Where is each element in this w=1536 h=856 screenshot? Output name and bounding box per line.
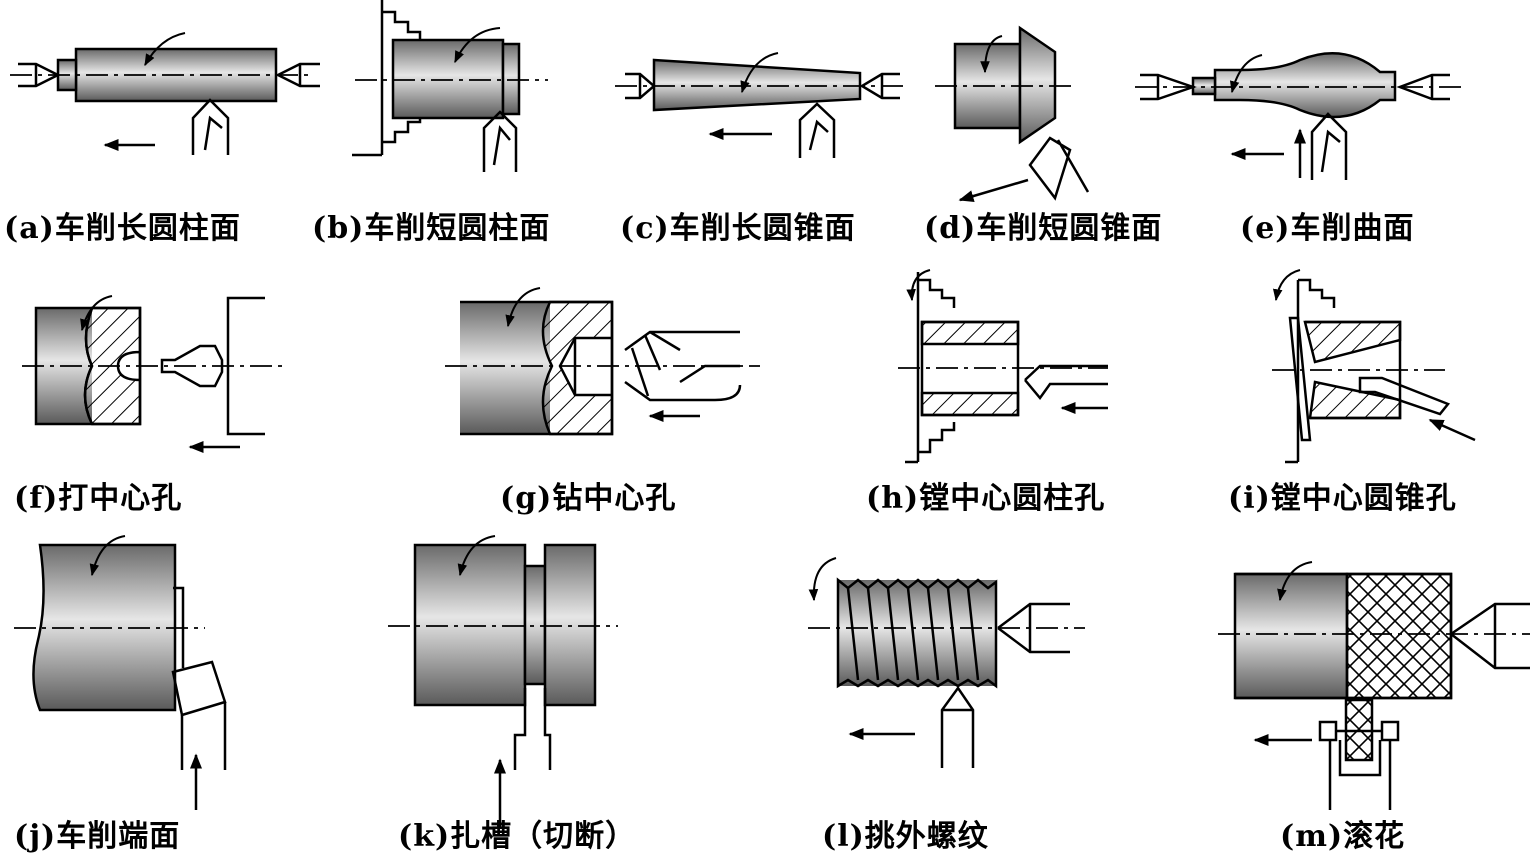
caption-e: (e)车削曲面: [1240, 211, 1415, 246]
caption-f: (f)打中心孔: [14, 481, 183, 516]
panel-b-short-cylinder: [352, 0, 548, 172]
caption-c: (c)车削长圆锥面: [620, 211, 856, 246]
panel-i-boring-taper: [1272, 269, 1476, 464]
caption-l: (l)挑外螺纹: [822, 819, 989, 854]
panel-h-boring-cylinder: [898, 269, 1108, 464]
panel-k-grooving: [388, 535, 618, 828]
caption-g: (g)钻中心孔: [500, 481, 677, 516]
caption-a: (a)车削长圆柱面: [4, 211, 241, 246]
panel-j-facing: [14, 535, 227, 810]
panel-e-curved-surface: [1135, 52, 1465, 180]
panel-c-long-cone: [615, 52, 905, 158]
panel-l-threading: [808, 557, 1085, 768]
panel-m-knurling: [1218, 561, 1530, 810]
panel-g-drilling: [445, 287, 760, 436]
caption-j: (j)车削端面: [14, 819, 181, 854]
caption-d: (d)车削短圆锥面: [924, 211, 1163, 246]
caption-k: (k)扎槽（切断）: [398, 819, 637, 854]
caption-i: (i)镗中心圆锥孔: [1228, 481, 1457, 516]
panel-f-center-drilling: [22, 295, 285, 453]
caption-b: (b)车削短圆柱面: [312, 211, 551, 246]
panel-a-long-cylinder: [10, 32, 320, 155]
caption-h: (h)镗中心圆柱孔: [866, 481, 1106, 516]
panel-d-short-cone: [935, 25, 1090, 202]
caption-m: (m)滚花: [1280, 819, 1406, 854]
